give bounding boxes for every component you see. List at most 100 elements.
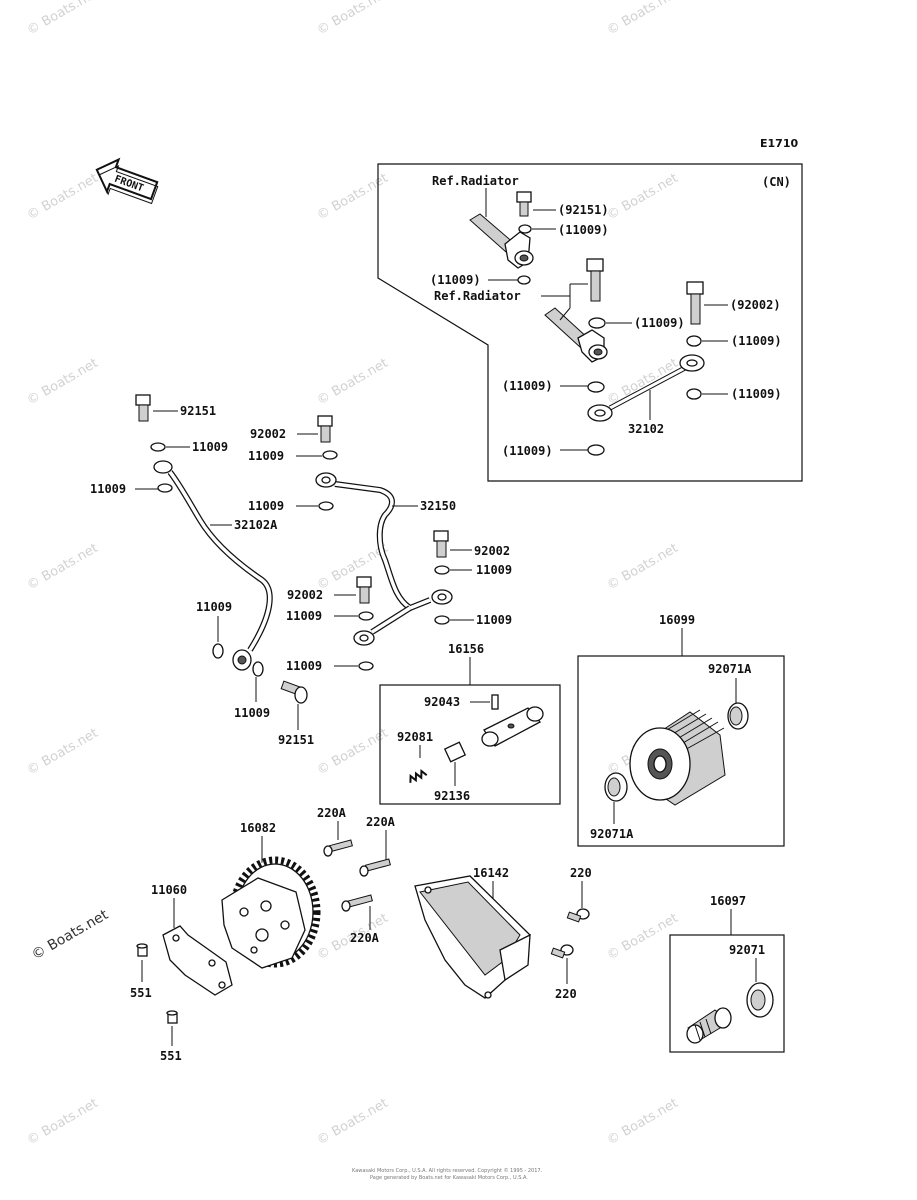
collar-icon — [443, 741, 467, 763]
oil-filter-icon — [629, 709, 726, 806]
watermark: © Boats.net — [25, 541, 101, 594]
pump-body-icon — [221, 877, 306, 969]
watermark: © Boats.net — [25, 0, 101, 38]
label-16142: 16142 — [473, 866, 509, 880]
watermark: © Boats.net — [315, 726, 391, 779]
label-32102-cn: 32102 — [628, 422, 664, 436]
label-220-a: 220 — [570, 866, 592, 880]
cn-tag: (CN) — [762, 175, 791, 189]
watermark: © Boats.net — [315, 356, 391, 409]
ref-radiator-label: Ref.Radiator — [432, 174, 519, 188]
banjo-bolt-icon — [135, 394, 151, 422]
washer-icon — [587, 381, 605, 393]
label-220-b: 220 — [555, 987, 577, 1001]
relief-valve-box-16156: 16156 92043 92081 92136 — [379, 642, 561, 805]
label-16082: 16082 — [240, 821, 276, 835]
banjo-bolt-icon — [356, 576, 372, 604]
label-11009-cn-7: (11009) — [502, 444, 553, 458]
label-551-b: 551 — [160, 1049, 182, 1063]
watermark: © Boats.net — [605, 541, 681, 594]
label-220A-a: 220A — [317, 806, 347, 820]
label-11009-cn-3: (11009) — [634, 316, 685, 330]
washer-icon — [358, 611, 374, 621]
label-11009-cn-5: (11009) — [502, 379, 553, 393]
label-92151-cn: (92151) — [558, 203, 609, 217]
label-11009-h: 11009 — [286, 659, 322, 673]
radiator-hose-fitting — [544, 307, 608, 363]
watermark: © Boats.net — [605, 1096, 681, 1149]
pipe-assembly-32102A: 92151 11009 11009 32102A 11009 11009 921… — [90, 394, 314, 747]
label-16156: 16156 — [448, 642, 484, 656]
washer-icon — [358, 661, 374, 671]
cover-icon — [414, 875, 531, 999]
copyright-line-2: Page generated by Boats.net for Kawasaki… — [370, 1175, 528, 1181]
strainer-icon — [686, 1007, 732, 1044]
washer-icon — [434, 615, 450, 625]
label-11009-g: 11009 — [476, 613, 512, 627]
label-92002-b: 92002 — [474, 544, 510, 558]
o-ring-icon — [746, 982, 774, 1018]
washer-icon — [150, 442, 166, 452]
pin-icon — [491, 694, 499, 710]
bracket-assembly: 11060 551 551 — [130, 883, 233, 1063]
watermark: © Boats.net — [315, 171, 391, 224]
label-92043: 92043 — [424, 695, 460, 709]
washer-icon — [686, 388, 702, 400]
dowel-pin-icon — [136, 943, 148, 957]
label-11009-j: 11009 — [234, 706, 270, 720]
label-92071A-bottom: 92071A — [590, 827, 634, 841]
label-92002-a: 92002 — [250, 427, 286, 441]
cn-variant-box: (CN) Ref.Radiator (92151) (11009) (11009… — [377, 163, 803, 482]
banjo-bolt-icon — [516, 191, 532, 217]
label-11060: 11060 — [151, 883, 187, 897]
banjo-bolt-icon — [317, 415, 333, 443]
label-11009-a: 11009 — [192, 440, 228, 454]
o-ring-icon — [727, 702, 749, 730]
watermark: © Boats.net — [25, 1096, 101, 1149]
label-16099: 16099 — [659, 613, 695, 627]
label-11009-cn-6: (11009) — [731, 387, 782, 401]
bracket-icon — [162, 925, 233, 996]
bolt-icon — [359, 858, 391, 877]
pipe-assembly-32150: 92002 11009 11009 32150 92002 110 — [248, 415, 512, 673]
pump-cover-assembly: 16142 220 220 — [414, 866, 592, 1001]
watermark: © Boats.net — [25, 356, 101, 409]
front-arrow-icon: FRONT — [95, 157, 159, 205]
label-92151-top: 92151 — [180, 404, 216, 418]
ref-radiator-label-2: Ref.Radiator — [434, 289, 521, 303]
watermark: © Boats.net — [29, 907, 111, 964]
label-220A-c: 220A — [350, 931, 380, 945]
label-11009-e: 11009 — [476, 563, 512, 577]
bolt-icon — [566, 908, 590, 923]
label-92151-bottom: 92151 — [278, 733, 314, 747]
label-11009-f: 11009 — [286, 609, 322, 623]
washer-icon — [517, 275, 531, 285]
diagram-code: E1710 — [760, 137, 798, 150]
label-92071: 92071 — [729, 943, 765, 957]
label-92002-c: 92002 — [287, 588, 323, 602]
banjo-bolt-icon — [586, 258, 604, 302]
washer-icon — [686, 335, 702, 347]
bolt-icon — [550, 944, 574, 959]
label-92071A-top: 92071A — [708, 662, 752, 676]
valve-body-icon — [481, 706, 544, 747]
label-11009-c: 11009 — [248, 449, 284, 463]
label-11009-cn-1: (11009) — [558, 223, 609, 237]
watermark: © Boats.net — [605, 911, 681, 964]
washer-icon — [587, 444, 605, 456]
label-11009-b: 11009 — [90, 482, 126, 496]
banjo-bolt-icon — [280, 680, 308, 704]
label-11009-d: 11009 — [248, 499, 284, 513]
dowel-pin-icon — [166, 1010, 178, 1024]
label-551-a: 551 — [130, 986, 152, 1000]
banjo-bolt-icon — [686, 281, 704, 325]
label-220A-b: 220A — [366, 815, 396, 829]
washer-icon — [157, 483, 173, 493]
oil-filter-box-16099: 16099 92071A 92071A — [577, 613, 785, 847]
label-11009-cn-4: (11009) — [731, 334, 782, 348]
washer-icon — [518, 224, 532, 234]
label-11009-cn-2: (11009) — [430, 273, 481, 287]
label-92081: 92081 — [397, 730, 433, 744]
watermark: © Boats.net — [605, 171, 681, 224]
